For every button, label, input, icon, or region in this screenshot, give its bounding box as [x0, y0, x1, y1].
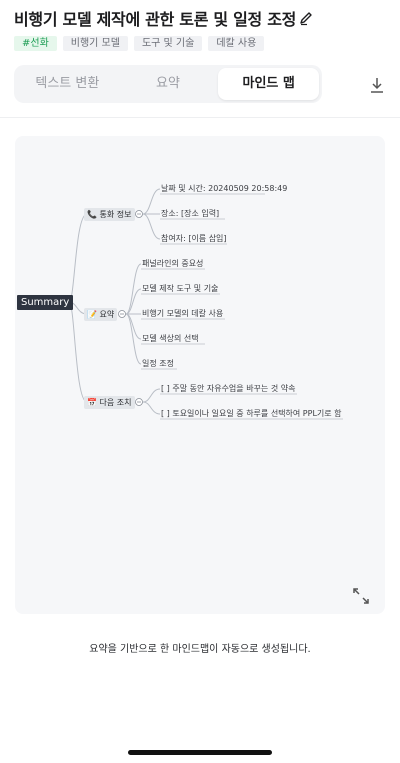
tag-item[interactable]: 도구 및 기술: [133, 36, 203, 51]
mindmap-branch-summary[interactable]: 📝 요약: [84, 308, 118, 321]
tag-item[interactable]: 데칼 사용: [208, 36, 265, 51]
mindmap-branch-next-steps[interactable]: 📅 다음 조치: [84, 396, 135, 409]
mindmap-connectors: [68, 188, 343, 420]
tab-mindmap[interactable]: 마인드 맵: [218, 68, 320, 100]
mindmap-node[interactable]: 패널라인의 중요성: [142, 259, 204, 268]
mindmap-node[interactable]: [ ] 주말 동안 자유수업을 바꾸는 것 약속: [161, 384, 296, 393]
mindmap-root[interactable]: Summary: [17, 295, 74, 310]
tag-item[interactable]: #선화: [14, 36, 57, 51]
view-tabs: 텍스트 변환 요약 마인드 맵: [14, 65, 322, 103]
title-row: 비행기 모델 제작에 관한 토론 및 일정 조정: [14, 6, 386, 30]
divider: [0, 117, 400, 118]
tag-list: #선화 비행기 모델 도구 및 기술 데칼 사용: [14, 36, 265, 51]
mindmap-node[interactable]: 일정 조정: [142, 359, 174, 368]
tab-summary[interactable]: 요약: [156, 76, 180, 91]
download-icon[interactable]: [368, 76, 386, 94]
tag-item[interactable]: 비행기 모델: [62, 36, 128, 51]
mindmap-branch-call-info[interactable]: 📞 통화 정보: [84, 208, 135, 221]
home-indicator[interactable]: [128, 750, 272, 755]
mindmap-node[interactable]: 참여자: [이름 삽입]: [161, 234, 227, 243]
mindmap-node[interactable]: 모델 제작 도구 및 기술: [142, 284, 219, 293]
mindmap-node[interactable]: 날짜 및 시간: 20240509 20:58:49: [161, 184, 288, 193]
mindmap-node[interactable]: [ ] 토요일이나 일요일 중 하루를 선택하여 PPL기로 함: [161, 409, 342, 418]
expand-icon[interactable]: [351, 586, 371, 606]
mindmap-node[interactable]: 모델 색상의 선택: [142, 334, 199, 343]
tab-transcript[interactable]: 텍스트 변환: [35, 76, 100, 91]
mindmap-caption: 요약을 기반으로 한 마인드맵이 자동으로 생성됩니다.: [89, 644, 311, 655]
page-title: 비행기 모델 제작에 관한 토론 및 일정 조정: [14, 10, 297, 29]
mindmap-canvas[interactable]: Summary 📞 통화 정보 📝 요약 📅 다음 조치 날짜 및 시간: 20…: [15, 136, 385, 614]
mindmap-node[interactable]: 장소: [장소 입력]: [161, 209, 220, 218]
pencil-icon[interactable]: [298, 10, 314, 26]
mindmap-node[interactable]: 비행기 모델의 데칼 사용: [142, 309, 224, 318]
